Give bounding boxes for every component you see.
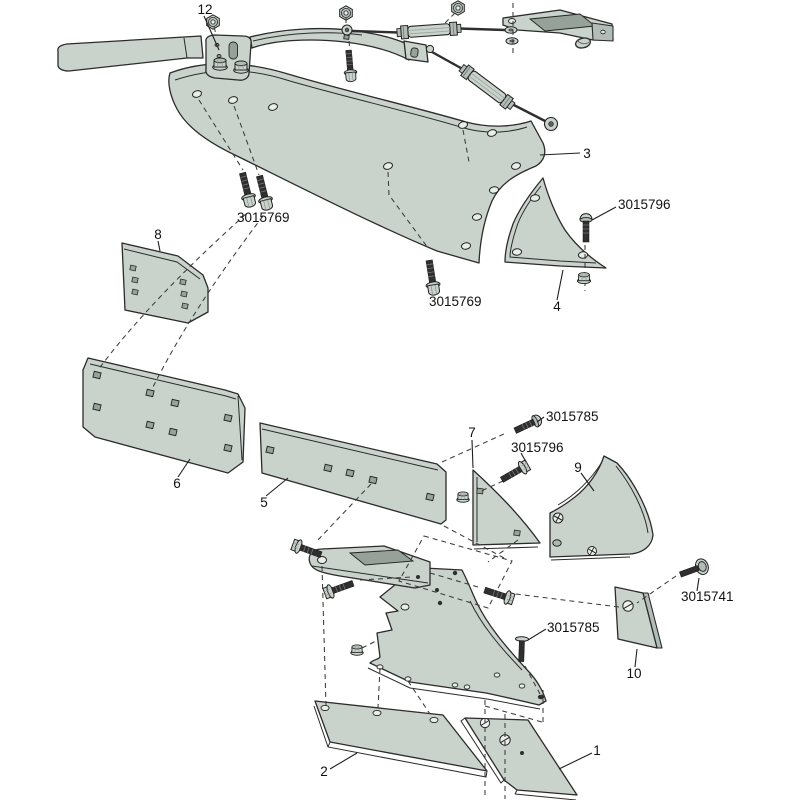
callout-part-7: 7: [468, 425, 476, 440]
bolt-3015796-b: [497, 458, 532, 487]
washer: [505, 37, 519, 45]
flange-nut: [350, 644, 364, 656]
callout-part-8: 8: [154, 227, 162, 242]
bolt-3015785-a: [512, 412, 544, 437]
flange-nut: [576, 272, 592, 285]
part-5-strip: [259, 422, 447, 525]
callout-part-4: 4: [553, 299, 561, 314]
callout-part-6: 6: [173, 476, 181, 491]
callout-pn-3015796-a: 3015796: [618, 197, 671, 212]
callout-part-5: 5: [260, 495, 268, 510]
handle-bar: [57, 35, 204, 72]
alignment-dashes: [97, 3, 677, 799]
bracket-pin-cap: [574, 37, 592, 49]
curved-arm: [249, 27, 410, 61]
callout-pn-3015796-b: 3015796: [511, 440, 564, 455]
turnbuckle-lower: [456, 62, 518, 112]
part-8-plate: [121, 242, 209, 324]
part-2-share: [313, 700, 488, 778]
callout-pn-3015785-b: 3015785: [547, 620, 600, 635]
clamp-block: [205, 34, 252, 81]
callout-part-9: 9: [574, 460, 582, 475]
part-1-share: [460, 717, 578, 800]
bolt-3015769-a2: [252, 173, 276, 213]
part-9-shin: [549, 455, 654, 561]
callout-part-2: 2: [320, 764, 328, 779]
bolt: [341, 49, 359, 83]
frog-body: [308, 545, 547, 710]
callout-part-3: 3: [583, 146, 591, 161]
nut: [451, 0, 465, 16]
callout-part-1: 1: [593, 743, 601, 758]
part-4-wing: [504, 177, 607, 269]
callout-part-12: 12: [197, 2, 212, 17]
washer: [504, 26, 518, 34]
callout-pn-3015769-a: 3015769: [237, 210, 290, 225]
part-7-bracket-plate: [456, 469, 541, 550]
flange-nut: [456, 491, 470, 503]
bolt-3015769-a1: [235, 170, 259, 210]
bolt-3015769-b: [421, 258, 443, 297]
callout-pn-3015785-a: 3015785: [546, 409, 599, 424]
part-6-plate: [82, 357, 246, 474]
flange-nut: [212, 57, 228, 71]
leader-lines: [157, 15, 700, 770]
callout-part-10: 10: [626, 666, 641, 681]
frog-top-bracket: [308, 545, 431, 589]
frog-bolt-b: [321, 576, 356, 601]
callout-pn-3015769-b: 3015769: [429, 294, 482, 309]
bolt-3015796-a: [579, 213, 593, 243]
callout-pn-3015741: 3015741: [681, 589, 734, 604]
callout-labels: 12 3 3015796 4 3015769 3015769 8 6 5 7 3…: [154, 2, 733, 779]
bolt-3015741: [677, 556, 712, 583]
part-10-wear-plate: [614, 586, 663, 649]
top-bracket: [502, 9, 614, 42]
flange-nut: [233, 60, 249, 74]
turnbuckle-upper: [396, 21, 462, 40]
